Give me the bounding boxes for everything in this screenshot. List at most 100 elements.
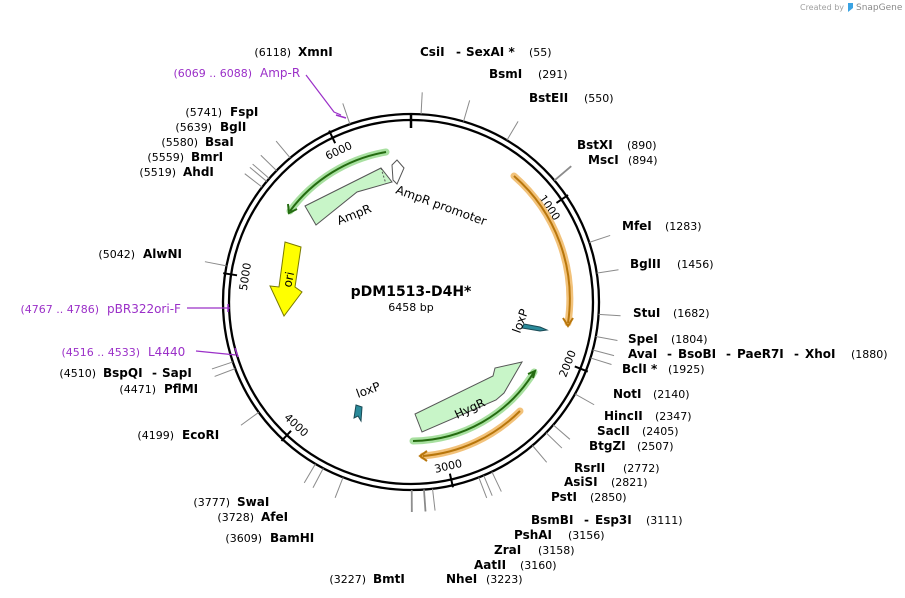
site-spei[interactable]: SpeI (1804) <box>628 332 708 346</box>
site-fspi[interactable]: (5741) FspI <box>185 105 258 119</box>
site-csii[interactable]: CsiI - SexAI * (55) <box>420 45 552 59</box>
leader-btgzi <box>532 445 548 463</box>
svg-text:(2347): (2347) <box>655 410 692 423</box>
site-zrai[interactable]: ZraI (3158) <box>494 543 575 557</box>
svg-text:(5639): (5639) <box>175 121 212 134</box>
leader-bsmbi <box>432 488 436 511</box>
site-bsmi[interactable]: BsmI (291) <box>489 67 568 81</box>
svg-text:SacII: SacII <box>597 424 630 438</box>
primer-pbr322ori-f[interactable]: (4767 .. 4786) pBR322ori-F <box>20 302 181 316</box>
loxp-2-feature <box>353 404 363 423</box>
tick-mark-6000 <box>328 130 337 144</box>
site-btgzi[interactable]: BtgZI (2507) <box>589 439 674 453</box>
leader-aatii <box>423 489 426 512</box>
site-bsai[interactable]: (5580) BsaI <box>161 135 233 149</box>
plasmid-name: pDM1513-D4H* <box>351 284 472 300</box>
primer-l4440[interactable]: (4516 .. 4533) L4440 <box>61 345 185 359</box>
svg-text:(5519): (5519) <box>139 166 176 179</box>
svg-text:Esp3I: Esp3I <box>595 513 632 527</box>
arc-orange-1-arrow <box>562 317 574 328</box>
leader-bmri <box>249 166 268 182</box>
svg-text:(2507): (2507) <box>637 440 674 453</box>
ampr-promoter-feature <box>391 159 405 185</box>
site-bspqi[interactable]: (4510) BspQI - SapI <box>59 366 191 380</box>
site-csii-name: CsiI <box>420 45 445 59</box>
svg-text:SapI: SapI <box>162 366 192 380</box>
svg-text:BsmI: BsmI <box>489 67 522 81</box>
site-afei[interactable]: (3728) AfeI <box>217 510 288 524</box>
svg-text:XhoI: XhoI <box>805 347 836 361</box>
site-bsteii[interactable]: BstEII (550) <box>529 91 614 105</box>
svg-text:BsaI: BsaI <box>205 135 234 149</box>
site-bcli[interactable]: BclI * (1925) <box>622 362 705 376</box>
tick-label-6000: 6000 <box>323 139 354 163</box>
site-msci[interactable]: MscI (894) <box>588 153 658 167</box>
svg-text:-: - <box>794 347 799 361</box>
site-bmti[interactable]: (3227) BmtI <box>329 572 404 586</box>
site-noti[interactable]: NotI (2140) <box>613 387 690 401</box>
svg-text:BglII: BglII <box>630 257 661 271</box>
site-bmri[interactable]: (5559) BmrI <box>147 150 223 164</box>
leader-bspqi <box>211 361 233 370</box>
site-bglii[interactable]: BglII (1456) <box>630 257 714 271</box>
svg-text:-: - <box>667 347 672 361</box>
svg-text:(890): (890) <box>627 139 657 152</box>
svg-text:(2772): (2772) <box>623 462 660 475</box>
site-nhei[interactable]: NheI (3223) <box>446 572 523 586</box>
primer-amp-r[interactable]: (6069 .. 6088) Amp-R <box>173 66 300 80</box>
leader-bamhi <box>334 477 344 498</box>
site-leader-lines <box>204 92 621 513</box>
svg-text:AlwNI: AlwNI <box>143 247 182 261</box>
site-sacii[interactable]: SacII (2405) <box>597 424 679 438</box>
site-swai[interactable]: (3777) SwaI <box>193 495 269 509</box>
svg-text:-: - <box>584 513 589 527</box>
leader-bcli <box>590 357 612 365</box>
site-alwni[interactable]: (5042) AlwNI <box>98 247 182 261</box>
tick-mark-2000 <box>574 365 589 373</box>
leader-msci <box>554 166 572 182</box>
svg-text:(3777): (3777) <box>193 496 230 509</box>
site-asisi[interactable]: AsiSI (2821) <box>564 475 648 489</box>
leader-fspi <box>275 140 291 159</box>
site-bamhi[interactable]: (3609) BamHI <box>225 531 314 545</box>
svg-text:(5042): (5042) <box>98 248 135 261</box>
svg-text:BstEII: BstEII <box>529 91 568 105</box>
svg-text:BspQI: BspQI <box>103 366 143 380</box>
site-pflmi[interactable]: (4471) PflMI <box>119 382 198 396</box>
site-avai[interactable]: AvaI - BsoBI - PaeR7I - XhoI (1880) <box>628 347 888 361</box>
site-ecori[interactable]: (4199) EcoRI <box>137 428 219 442</box>
svg-text:EcoRI: EcoRI <box>182 428 219 442</box>
svg-text:MscI: MscI <box>588 153 619 167</box>
svg-text:BtgZI: BtgZI <box>589 439 626 453</box>
site-aatii[interactable]: AatII (3160) <box>474 558 557 572</box>
svg-text:SpeI: SpeI <box>628 332 658 346</box>
site-stui[interactable]: StuI (1682) <box>633 306 710 320</box>
site-psti[interactable]: PstI (2850) <box>551 490 627 504</box>
leader-bsmi <box>463 100 471 122</box>
svg-text:AatII: AatII <box>474 558 506 572</box>
leader-afei <box>312 468 324 488</box>
leader-csii <box>420 92 423 115</box>
site-mfei[interactable]: MfeI (1283) <box>622 219 702 233</box>
leader-alwni <box>204 261 227 267</box>
svg-text:(4199): (4199) <box>137 429 174 442</box>
site-pshai[interactable]: PshAI (3156) <box>514 528 605 542</box>
site-bstxi[interactable]: BstXI (890) <box>577 138 657 152</box>
site-hincii[interactable]: HincII (2347) <box>604 409 692 423</box>
arc-green-1-core <box>412 371 535 442</box>
leader-bgli <box>260 154 277 171</box>
svg-text:ZraI: ZraI <box>494 543 521 557</box>
svg-text:(1283): (1283) <box>665 220 702 233</box>
svg-text:SwaI: SwaI <box>237 495 269 509</box>
svg-text:pBR322ori-F: pBR322ori-F <box>107 302 181 316</box>
site-bgli[interactable]: (5639) BglI <box>175 120 246 134</box>
site-rsrii[interactable]: RsrII (2772) <box>574 461 660 475</box>
site-sexai-name: SexAI * <box>466 45 515 59</box>
leader-hincii <box>552 424 571 440</box>
svg-text:BsmBI: BsmBI <box>531 513 573 527</box>
site-ahdi[interactable]: (5519) AhdI <box>139 165 213 179</box>
site-xmni[interactable]: (6118) XmnI <box>254 45 332 59</box>
site-bsmbi[interactable]: BsmBI - Esp3I (3111) <box>531 513 683 527</box>
svg-text:(5580): (5580) <box>161 136 198 149</box>
svg-text:BsoBI: BsoBI <box>678 347 716 361</box>
